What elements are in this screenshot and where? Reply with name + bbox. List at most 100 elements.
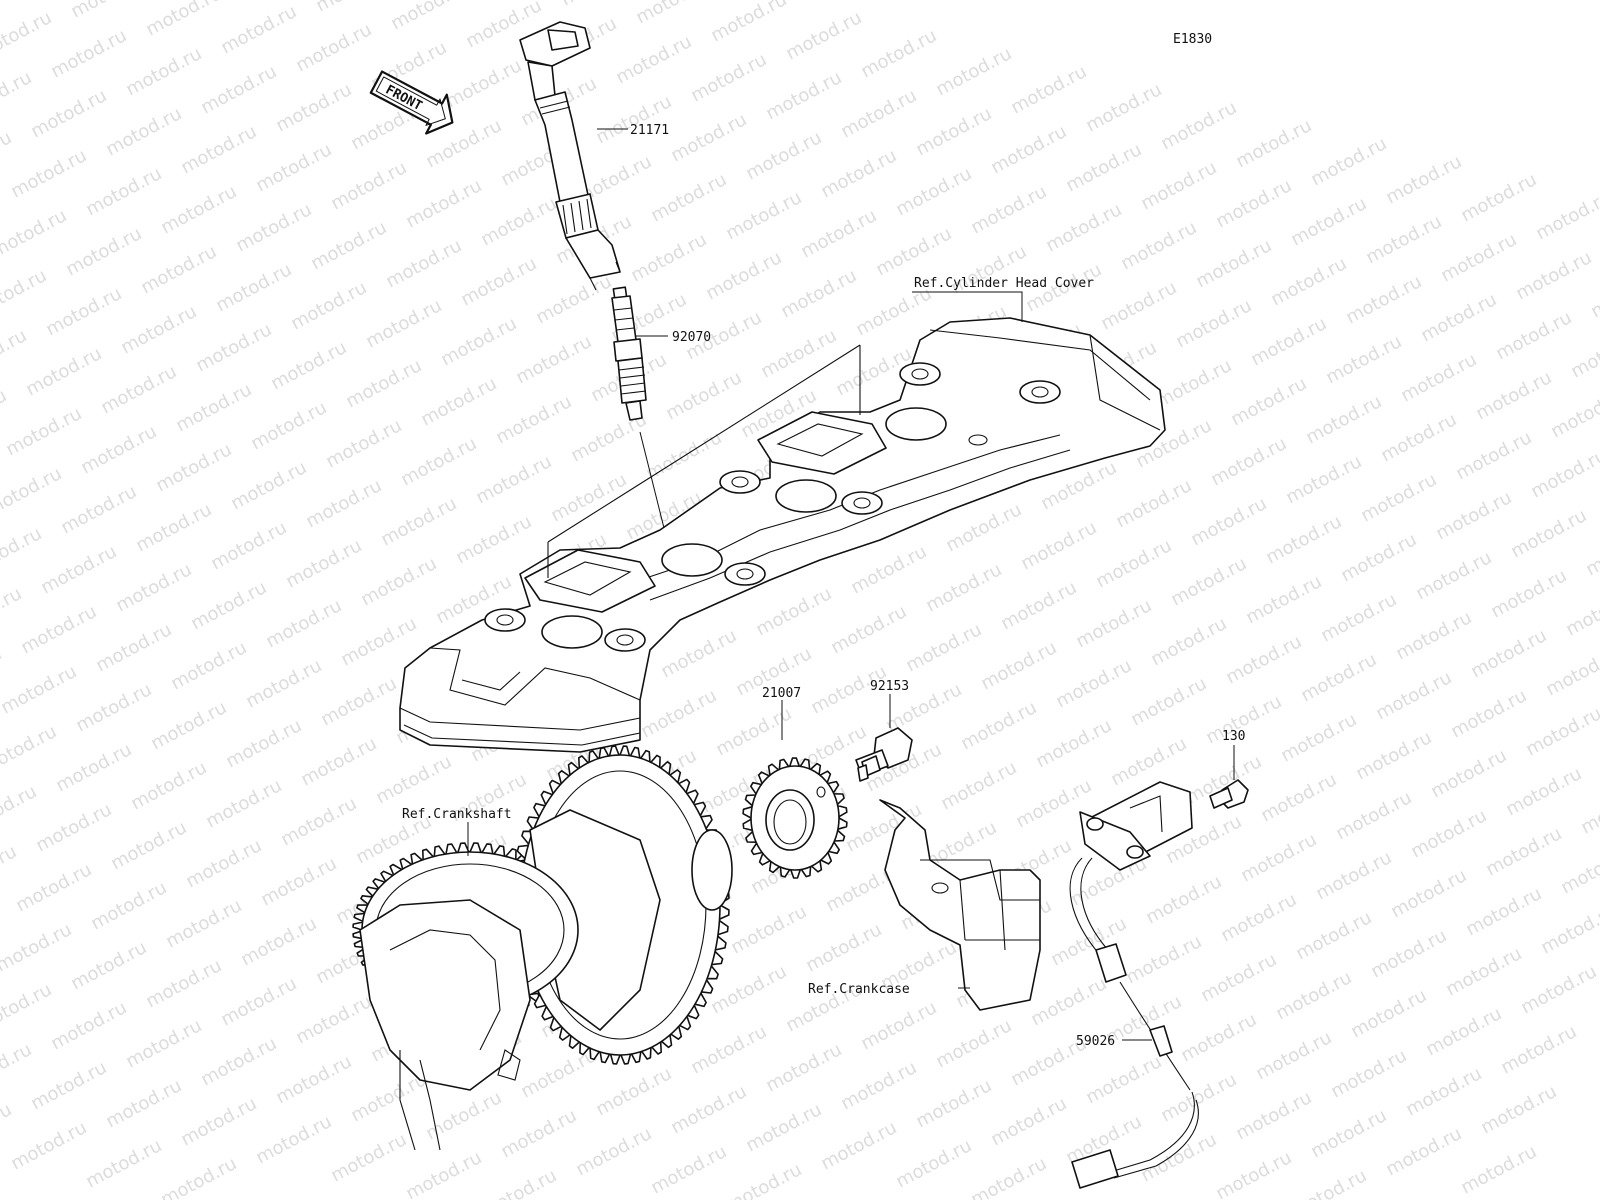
label-92153: 92153 [870,679,909,694]
watermark-text: motod.ru [1147,613,1230,670]
watermark-text: motod.ru [1107,733,1190,790]
watermark-text: motod.ru [1362,211,1445,268]
watermark-text: motod.ru [932,1015,1015,1072]
watermark-text: motod.ru [1222,631,1305,688]
watermark-text: motod.ru [232,199,315,256]
watermark-text: motod.ru [1517,961,1600,1018]
watermark-text: motod.ru [1577,781,1600,838]
watermark-text: motod.ru [647,1141,730,1198]
watermark-text: motod.ru [1437,229,1520,286]
watermark-text: motod.ru [267,337,350,394]
watermark-text: motod.ru [142,955,225,1012]
watermark-text: motod.ru [932,43,1015,100]
spark-plug[interactable] [611,286,647,421]
watermark-text: motod.ru [217,973,300,1030]
watermark-text: motod.ru [1342,271,1425,328]
watermark-text: motod.ru [797,205,880,262]
watermark-text: motod.ru [237,913,320,970]
cylinder-head-cover[interactable] [399,317,1166,753]
watermark-text: motod.ru [377,493,460,550]
watermark-text: motod.ru [1177,1009,1260,1066]
watermark-text: motod.ru [1467,625,1550,682]
watermark-text: motod.ru [1007,61,1090,118]
watermark-text: motod.ru [72,679,155,736]
watermark-text: motod.ru [1527,445,1600,502]
watermark-text: motod.ru [0,205,70,262]
watermark-text: motod.ru [1377,409,1460,466]
watermark-text: motod.ru [452,511,535,568]
bolt-92153[interactable] [855,727,913,782]
watermark-text: motod.ru [277,793,360,850]
gear-21007[interactable] [742,757,848,879]
watermark-text: motod.ru [1287,1165,1370,1200]
label-21007: 21007 [762,686,801,701]
watermark-text: motod.ru [117,301,200,358]
bolt-130[interactable] [1209,779,1249,809]
watermark-text: motod.ru [1327,1045,1410,1102]
watermark-text: motod.ru [1457,169,1540,226]
watermark-text: motod.ru [92,619,175,676]
watermark-text: motod.ru [1397,349,1480,406]
watermark-text: motod.ru [722,1159,805,1200]
watermark-text: motod.ru [177,121,260,178]
watermark-text: motod.ru [837,1057,920,1114]
watermark-text: motod.ru [1457,1141,1540,1198]
watermark-text: motod.ru [0,721,60,778]
watermark-text: motod.ru [512,331,595,388]
watermark-text: motod.ru [667,109,750,166]
watermark-text: motod.ru [102,1075,185,1132]
crankcase[interactable] [879,799,1041,1011]
watermark-text: motod.ru [1367,925,1450,982]
watermark-text: motod.ru [157,181,240,238]
watermark-text: motod.ru [1482,823,1565,880]
watermark-text: motod.ru [827,601,910,658]
watermark-text: motod.ru [357,553,440,610]
watermark-text: motod.ru [197,1033,280,1090]
watermark-text: motod.ru [1497,1021,1580,1078]
watermark-text: motod.ru [1492,307,1575,364]
watermark-text: motod.ru [987,1093,1070,1150]
watermark-text: motod.ru [1547,385,1600,442]
watermark-text: motod.ru [1082,79,1165,136]
watermark-text: motod.ru [742,127,825,184]
watermark-text: motod.ru [687,49,770,106]
crankshaft[interactable] [352,745,733,1151]
watermark-text: motod.ru [872,223,955,280]
watermark-text: motod.ru [0,919,75,976]
watermark-text: motod.ru [82,163,165,220]
watermark-text: motod.ru [2,403,85,460]
watermark-text: motod.ru [957,697,1040,754]
watermark-text: motod.ru [182,835,265,892]
watermark-text: motod.ru [837,85,920,142]
watermark-text: motod.ru [857,997,940,1054]
watermark-text: motod.ru [1062,139,1145,196]
watermark-text: motod.ru [22,343,105,400]
watermark-text: motod.ru [782,7,865,64]
watermark-text: motod.ru [67,937,150,994]
watermark-text: motod.ru [442,55,525,112]
ignition-coil[interactable] [519,21,621,291]
watermark-text: motod.ru [292,19,375,76]
watermark-text: motod.ru [592,1063,675,1120]
watermark-text: motod.ru [702,247,785,304]
watermark-text: motod.ru [272,1051,355,1108]
sensor-59026[interactable] [1069,781,1199,1189]
watermark-text: motod.ru [1582,523,1600,580]
watermark-text: motod.ru [492,391,575,448]
watermark-text: motod.ru [0,463,65,520]
watermark-text: motod.ru [1157,1069,1240,1126]
watermark-text: motod.ru [1097,277,1180,334]
watermark-text: motod.ru [227,457,310,514]
watermark-text: motod.ru [712,703,795,760]
watermark-text: motod.ru [1042,199,1125,256]
watermark-text: motod.ru [67,0,150,22]
watermark-text: motod.ru [687,1021,770,1078]
watermark-text: motod.ru [62,223,145,280]
watermark-text: motod.ru [382,235,465,292]
watermark-text: motod.ru [82,1135,165,1192]
watermark-text: motod.ru [0,385,10,442]
watermark-text: motod.ru [477,193,560,250]
watermark-text: motod.ru [1262,511,1345,568]
watermark-text: motod.ru [252,139,335,196]
